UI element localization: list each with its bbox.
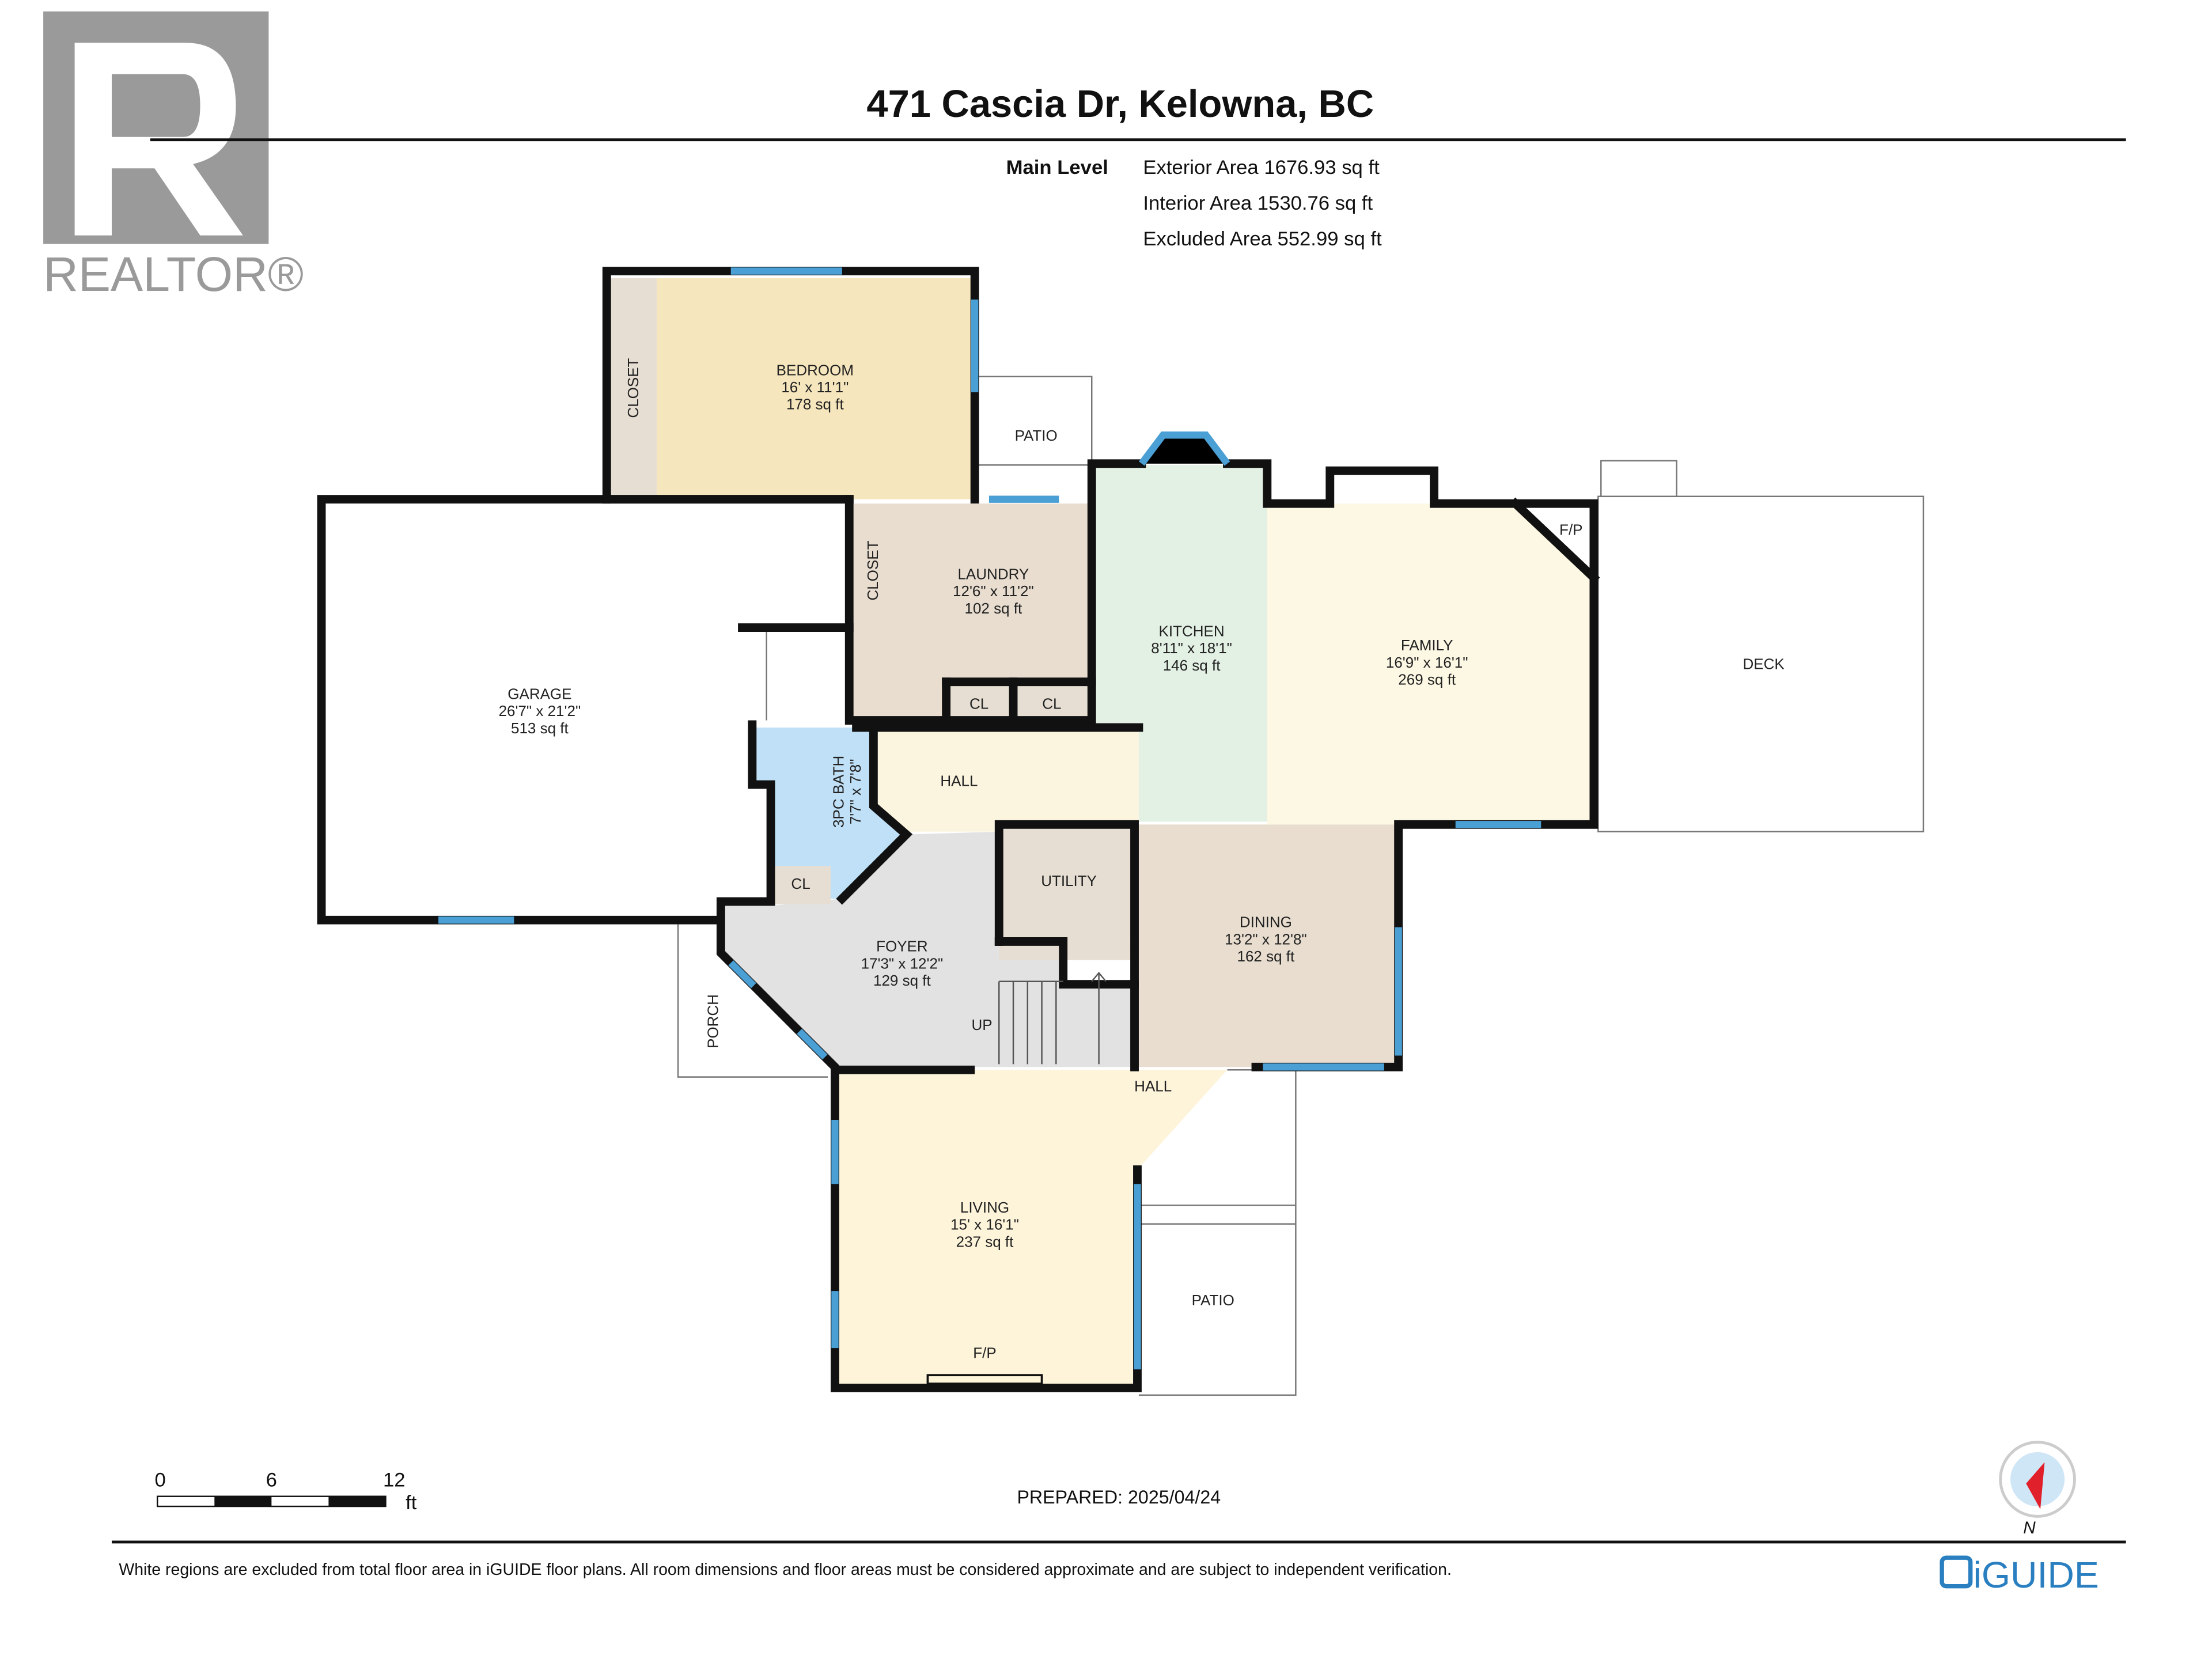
- living-name: LIVING: [960, 1199, 1009, 1216]
- kitchen-name: KITCHEN: [1159, 622, 1225, 639]
- bath-dims: 7'7" x 7'8": [847, 759, 864, 825]
- kitchen-dims: 8'11" x 18'1": [1151, 639, 1232, 657]
- bedroom-name: BEDROOM: [777, 361, 854, 378]
- closet-label: CL: [969, 695, 988, 713]
- scale-tick-6: 6: [266, 1469, 277, 1491]
- laundry-dims: 12'6" x 11'2": [953, 582, 1034, 600]
- scale-tick-0: 0: [155, 1469, 166, 1491]
- disclaimer: White regions are excluded from total fl…: [119, 1560, 1452, 1579]
- utility-label: UTILITY: [1041, 872, 1097, 889]
- garage-name: GARAGE: [507, 685, 571, 702]
- closet-fill: [611, 278, 657, 499]
- cl-fill-3: [771, 866, 831, 905]
- foyer-area: 129 sq ft: [873, 972, 931, 989]
- bedroom-area: 178 sq ft: [786, 396, 844, 413]
- porch-label: PORCH: [704, 994, 721, 1048]
- dining-area: 162 sq ft: [1237, 948, 1295, 965]
- fireplace-label: F/P: [973, 1344, 996, 1361]
- bath-name: 3PC BATH: [830, 756, 847, 828]
- compass-icon: N: [1999, 1441, 2076, 1537]
- deck-label: DECK: [1743, 655, 1785, 672]
- family-name: FAMILY: [1401, 637, 1453, 654]
- family-dims: 16'9" x 16'1": [1386, 654, 1468, 671]
- dining-dims: 13'2" x 12'8": [1225, 930, 1307, 948]
- laundry-area: 102 sq ft: [965, 600, 1023, 617]
- hall-label: HALL: [1134, 1077, 1172, 1094]
- page-title: 471 Cascia Dr, Kelowna, BC: [866, 82, 1374, 126]
- closet-label: CL: [1042, 695, 1061, 713]
- level-label: Main Level: [1006, 157, 1108, 179]
- closet-label: CLOSET: [624, 358, 642, 418]
- bedroom-dims: 16' x 11'1": [781, 378, 849, 396]
- iguide-logo: iGUIDE: [1940, 1554, 2099, 1596]
- dining-fill: [1138, 824, 1399, 1067]
- foyer-name: FOYER: [876, 938, 928, 955]
- bedroom-fill: [656, 278, 975, 499]
- family-area: 269 sq ft: [1398, 671, 1456, 688]
- scale-unit: ft: [406, 1492, 417, 1514]
- realtor-logo-text: REALTOR®: [43, 247, 304, 301]
- closet-label: CL: [791, 875, 810, 892]
- living-fill: [835, 1070, 1228, 1388]
- patio-label: PATIO: [1015, 427, 1058, 444]
- fireplace: [926, 1374, 1043, 1385]
- closet-label: CLOSET: [864, 540, 881, 600]
- foyer-dims: 17'3" x 12'2": [861, 955, 944, 972]
- realtor-logo: REALTOR®: [43, 11, 304, 301]
- stairs-up-label: UP: [971, 1016, 992, 1033]
- excluded-area: Excluded Area 552.99 sq ft: [1143, 228, 1382, 250]
- living-area: 237 sq ft: [956, 1233, 1014, 1250]
- laundry-name: LAUNDRY: [957, 565, 1029, 582]
- scale-tick-12: 12: [383, 1469, 406, 1491]
- bath-fill: [752, 727, 907, 899]
- room-fills: [611, 278, 1594, 1388]
- scale-bar: 0 6 12 ft: [155, 1469, 417, 1514]
- interior-area: Interior Area 1530.76 sq ft: [1143, 192, 1373, 214]
- hall-fill: [873, 727, 1139, 832]
- windows: [438, 267, 1541, 1370]
- hall-label: HALL: [940, 772, 978, 789]
- fireplace-label: F/P: [1559, 521, 1582, 539]
- room-labels: BEDROOM 16' x 11'1" 178 sq ft CLOSET PAT…: [499, 358, 1785, 1361]
- exterior-area: Exterior Area 1676.93 sq ft: [1143, 157, 1380, 179]
- family-fill: [1267, 503, 1594, 825]
- prepared-date: PREPARED: 2025/04/24: [1017, 1487, 1221, 1508]
- living-dims: 15' x 16'1": [950, 1216, 1019, 1233]
- iguide-logo-text: iGUIDE: [1974, 1554, 2099, 1596]
- garage-area: 513 sq ft: [511, 719, 569, 737]
- patio-label: PATIO: [1192, 1291, 1234, 1309]
- kitchen-area: 146 sq ft: [1163, 657, 1221, 674]
- stairs: [998, 971, 1107, 1065]
- compass-north: N: [2023, 1518, 2036, 1537]
- foyer-fill: [721, 831, 1138, 1067]
- garage-dims: 26'7" x 21'2": [499, 702, 581, 719]
- dining-name: DINING: [1240, 914, 1292, 931]
